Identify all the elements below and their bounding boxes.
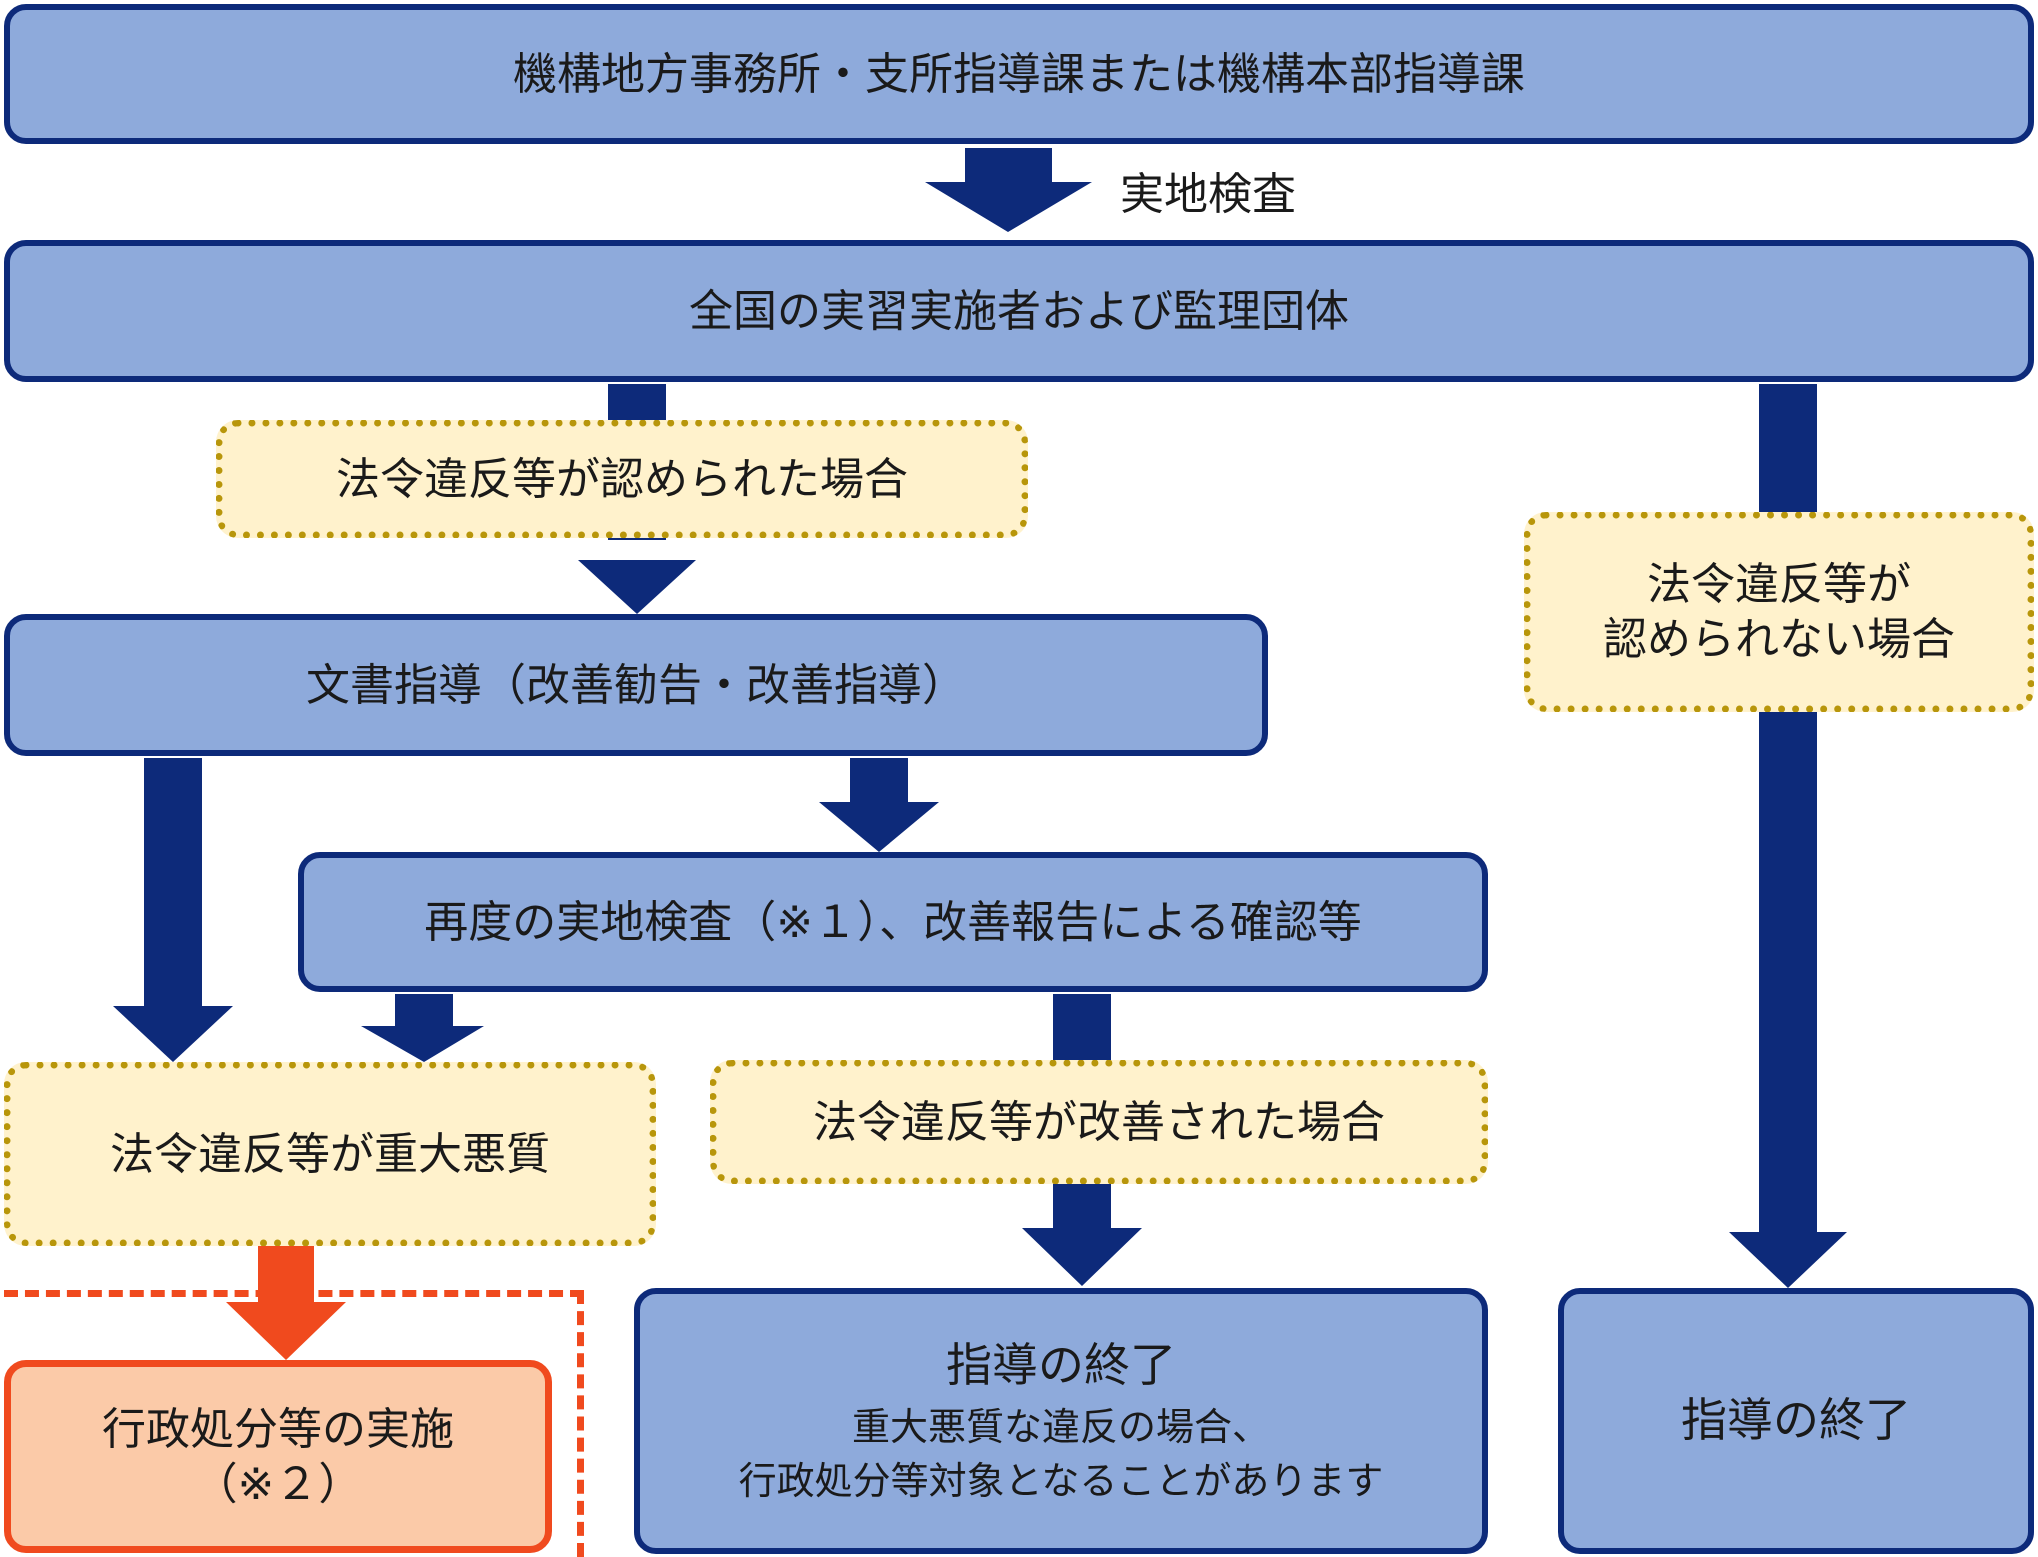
condition-violation-corrected: 法令違反等が改善された場合 — [710, 1060, 1488, 1184]
admin-action-line2: （※２） — [193, 1458, 363, 1510]
arrow-reinspection-to-serious-head — [361, 1026, 484, 1062]
arrow-guidance-to-reinspection-shaft — [850, 758, 908, 804]
head-office-label: 機構地方事務所・支所指導課または機構本部指導課 — [513, 48, 1525, 100]
arrow-targets-to-guidance-head — [578, 560, 696, 614]
arrow-guidance-to-serious-head — [113, 1006, 233, 1062]
condition-violation-not-found: 法令違反等が 認められない場合 — [1524, 512, 2034, 712]
condition-violation-found-label: 法令違反等が認められた場合 — [336, 453, 908, 505]
guidance-end-left-note-line2: 行政処分等対象となることがあります — [738, 1458, 1384, 1503]
reinspection-box: 再度の実地検査（※１）、改善報告による確認等 — [298, 852, 1488, 992]
reinspection-label: 再度の実地検査（※１）、改善報告による確認等 — [424, 896, 1362, 948]
guidance-end-left-title: 指導の終了 — [946, 1337, 1176, 1392]
arrow-head-to-targets — [925, 148, 1092, 232]
condition-violation-found: 法令違反等が認められた場合 — [216, 420, 1028, 538]
admin-action-box: 行政処分等の実施 （※２） — [4, 1360, 552, 1553]
guidance-end-left-box: 指導の終了 重大悪質な違反の場合、 行政処分等対象となることがあります — [634, 1288, 1488, 1554]
admin-action-dashed-frame — [4, 1290, 584, 1557]
onsite-inspection-label: 実地検査 — [1120, 169, 1296, 220]
head-office-box: 機構地方事務所・支所指導課または機構本部指導課 — [4, 4, 2034, 144]
condition-violation-serious-label: 法令違反等が重大悪質 — [110, 1128, 550, 1180]
condition-violation-not-found-line2: 認められない場合 — [1603, 614, 1955, 665]
condition-violation-corrected-label: 法令違反等が改善された場合 — [813, 1096, 1385, 1148]
arrow-reinspection-to-serious-shaft — [395, 994, 453, 1028]
condition-violation-serious: 法令違反等が重大悪質 — [4, 1062, 656, 1246]
document-guidance-box: 文書指導（改善勧告・改善指導） — [4, 614, 1268, 756]
targets-label: 全国の実習実施者および監理団体 — [689, 285, 1349, 337]
guidance-end-right-label: 指導の終了 — [1681, 1393, 1911, 1448]
arrow-targets-to-end-right-head — [1729, 1232, 1847, 1288]
arrow-serious-to-action-head — [226, 1302, 346, 1360]
document-guidance-label: 文書指導（改善勧告・改善指導） — [306, 659, 966, 711]
guidance-end-right-box: 指導の終了 — [1558, 1288, 2034, 1554]
condition-violation-not-found-line1: 法令違反等が — [1647, 559, 1911, 610]
arrow-reinspection-to-end-left-head — [1022, 1228, 1142, 1286]
arrow-guidance-to-reinspection-head — [819, 802, 939, 852]
arrow-guidance-to-serious-shaft — [144, 758, 202, 1008]
admin-action-line1: 行政処分等の実施 — [102, 1403, 454, 1455]
guidance-end-left-note-line1: 重大悪質な違反の場合、 — [851, 1405, 1270, 1450]
targets-box: 全国の実習実施者および監理団体 — [4, 240, 2034, 382]
